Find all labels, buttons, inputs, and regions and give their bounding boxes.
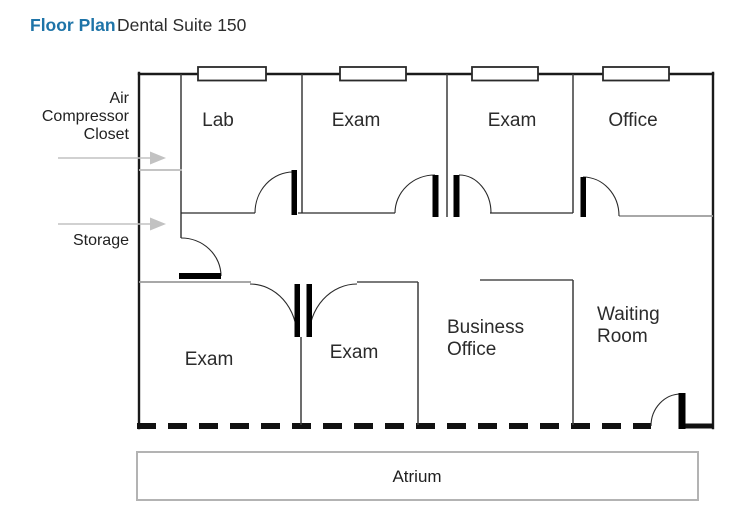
window-exam-top-left	[339, 66, 407, 82]
atrium: Atrium	[136, 451, 699, 501]
door-exam-bottom-right	[306, 283, 358, 338]
side-labels: Air Compressor Closet Storage	[42, 90, 130, 249]
door-lab-arc	[254, 171, 294, 214]
label-exam-bottom-left: Exam	[185, 349, 234, 370]
door-exam-bottom-right-arc	[308, 283, 358, 338]
label-storage: Storage	[73, 232, 129, 249]
door-exam-top-right	[453, 174, 492, 217]
arrow-storage	[58, 217, 166, 231]
window-office	[602, 66, 670, 82]
label-exam-bottom-right: Exam	[330, 342, 379, 363]
arrow-air-compressor-closet	[58, 151, 166, 165]
door-entry-arc	[650, 393, 682, 427]
label-office: Office	[608, 110, 657, 131]
label-closet: Closet	[84, 126, 130, 143]
door-lab-leaf	[291, 170, 297, 215]
label-business-office-line1: Business	[447, 317, 524, 338]
page-subtitle: Dental Suite 150	[117, 15, 247, 35]
door-closet-leaf	[179, 273, 221, 279]
label-atrium: Atrium	[392, 467, 441, 486]
door-exam-bottom-left-arc	[249, 283, 298, 338]
window-exam-top-right	[471, 66, 539, 82]
door-office-leaf	[580, 177, 586, 217]
door-lab	[254, 170, 297, 215]
label-compressor: Compressor	[42, 108, 130, 125]
door-closet	[179, 237, 222, 279]
window-lab	[197, 66, 267, 82]
door-exam-bottom-right-leaf	[306, 284, 312, 337]
door-exam-top-right-arc	[458, 174, 492, 214]
door-exam-bottom-left-leaf	[294, 284, 300, 337]
door-exam-top-left	[394, 174, 439, 217]
arrow-head-icon-storage	[150, 217, 166, 231]
label-business-office-line2: Office	[447, 339, 496, 360]
label-exam-top-right: Exam	[488, 110, 537, 131]
doors	[179, 170, 686, 429]
door-entry	[650, 393, 686, 429]
door-exam-bottom-left	[249, 283, 300, 338]
annotation-arrows	[58, 151, 166, 231]
label-exam-top-left: Exam	[332, 110, 381, 131]
interior-walls	[139, 74, 713, 425]
door-office	[580, 176, 620, 217]
door-office-arc	[582, 176, 620, 217]
door-exam-top-left-arc	[394, 174, 436, 214]
door-exam-top-left-leaf	[432, 175, 439, 217]
door-exam-top-right-leaf	[453, 175, 460, 217]
atrium-box	[136, 451, 699, 501]
header: Floor Plan Dental Suite 150	[30, 15, 247, 35]
room-labels: Lab Exam Exam Office Exam Exam Business …	[185, 110, 660, 370]
arrow-head-icon-closet	[150, 151, 166, 165]
windows	[197, 66, 670, 82]
label-waiting-room-line2: Room	[597, 326, 648, 347]
label-air: Air	[109, 90, 129, 107]
label-waiting-room-line1: Waiting	[597, 304, 660, 325]
page-title: Floor Plan	[30, 15, 116, 35]
label-lab: Lab	[202, 110, 234, 131]
door-closet-arc	[180, 237, 222, 277]
door-entry-leaf	[678, 393, 686, 429]
